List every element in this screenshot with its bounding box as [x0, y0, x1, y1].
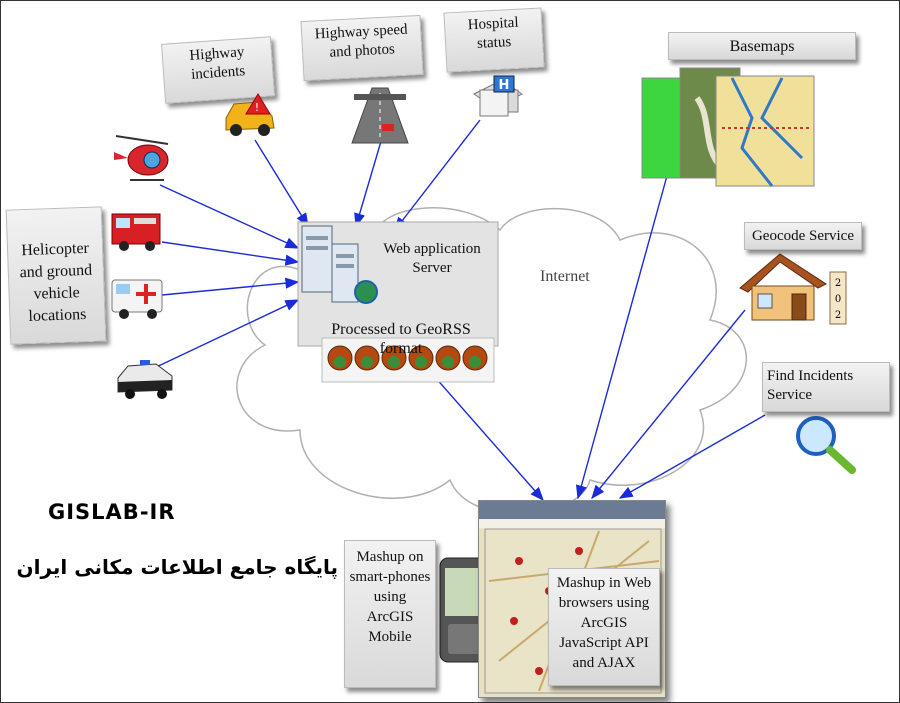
- svg-text:2: 2: [835, 310, 841, 321]
- geocode-service-label: Geocode Service: [744, 222, 862, 250]
- smartphone-icon: [439, 557, 491, 663]
- svg-text:H: H: [499, 78, 510, 93]
- basemaps-label: Basemaps: [668, 32, 856, 60]
- web-app-server-label: Web application Server: [383, 241, 481, 276]
- arrows-to-browser: [419, 164, 766, 502]
- arrows-to-server: [149, 119, 481, 371]
- processed-georss-label: Processed to GeoRSS format: [331, 321, 471, 357]
- georss-feed-icons: [321, 337, 495, 383]
- hospital-icon: H: [473, 75, 523, 117]
- mashup-browsers-label: Mashup in Web browsers using ArcGIS Java…: [548, 568, 660, 686]
- helicopter-icon: [114, 135, 169, 181]
- server-icon: [297, 221, 499, 347]
- brand-latin: GISLAB-IR: [48, 500, 176, 524]
- car-warning-icon: !: [225, 93, 275, 136]
- svg-text:2: 2: [835, 278, 841, 289]
- internet-label: Internet: [540, 268, 590, 285]
- house-icon: 2 0 2: [739, 253, 847, 325]
- svg-text:!: !: [255, 101, 259, 114]
- firetruck-icon: [111, 213, 161, 251]
- brand-persian: پایگاه جامع اطلاعات مکانی ایران: [16, 555, 338, 579]
- mashup-smartphones-label: Mashup on smart-phones using ArcGIS Mobi…: [344, 540, 436, 688]
- find-incidents-label: Find Incidents Service: [762, 362, 890, 412]
- basemap-tiles: [641, 67, 815, 187]
- svg-text:0: 0: [835, 294, 841, 305]
- magnifier-icon: [796, 416, 856, 474]
- police-car-icon: [117, 360, 173, 399]
- ambulance-icon: [111, 279, 163, 319]
- highway-icon: [351, 87, 409, 144]
